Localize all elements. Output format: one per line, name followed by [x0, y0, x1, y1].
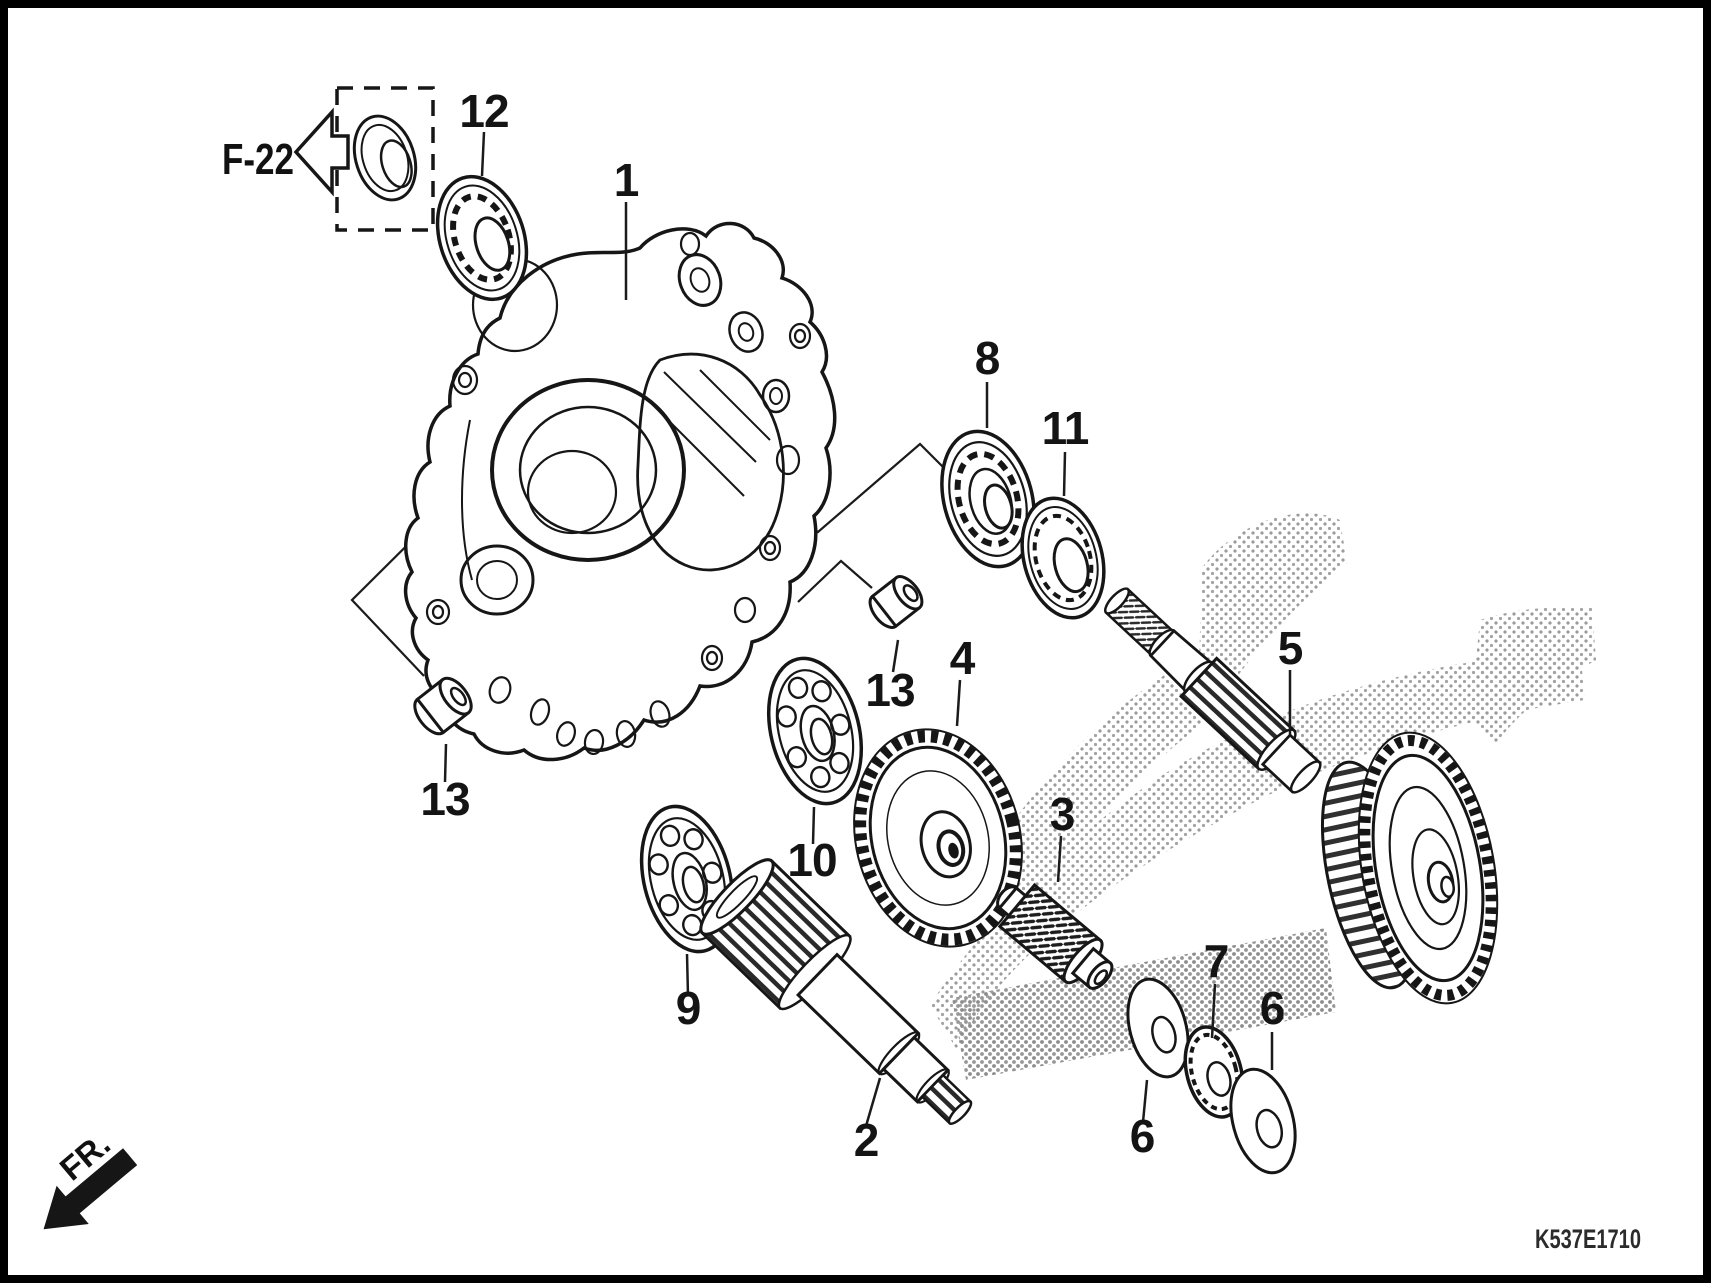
callout-2: 2: [854, 1114, 879, 1166]
oil-seal-f22-inset: [352, 114, 418, 202]
callout-8: 8: [975, 332, 1000, 384]
callout-13b: 13: [865, 664, 914, 716]
pinion-gear-part-3: [996, 882, 1114, 990]
washer-part-6b: [1229, 1067, 1297, 1175]
figure-ref-arrow-icon: [293, 107, 350, 197]
driven-gear-part-4: [853, 728, 1023, 948]
callout-10: 10: [787, 834, 836, 886]
figure-ref-label: F-22: [222, 135, 294, 184]
collar-part-13a: [413, 676, 473, 736]
oil-seal-part-12: [435, 174, 529, 302]
callout-6a: 6: [1130, 1110, 1155, 1162]
leader-lines: [443, 131, 1292, 1127]
ball-bearing-part-8: [940, 429, 1036, 569]
figure-ref-inset: [293, 86, 435, 232]
bolt-holes: [425, 231, 812, 756]
callout-13a: 13: [420, 773, 469, 825]
callout-labels: 12 1 8 11 13 4 5 13 10 9 2 3 6 7 6: [420, 85, 1303, 1166]
output-shaft-part-5: [1103, 587, 1499, 1005]
collar-part-13b: [868, 575, 924, 629]
callout-3: 3: [1050, 788, 1075, 840]
callout-1: 1: [614, 154, 639, 206]
callout-7: 7: [1204, 935, 1229, 987]
crankcase-cover-part-1: [403, 221, 837, 762]
callout-9: 9: [676, 982, 701, 1034]
oil-seal-part-11: [1020, 496, 1106, 620]
ball-bearing-part-10: [766, 656, 864, 806]
fr-direction: FR.: [43, 1125, 138, 1230]
lock-washer-part-7: [1183, 1025, 1245, 1119]
callout-4: 4: [950, 632, 976, 684]
fr-direction-arrow-icon: [43, 1148, 138, 1230]
callout-12: 12: [459, 85, 508, 137]
callout-6b: 6: [1260, 982, 1285, 1034]
callout-11: 11: [1042, 402, 1089, 454]
drawing-code: K537E1710: [1535, 1224, 1641, 1254]
washer-part-6a: [1126, 977, 1190, 1079]
final-gear-large: [1357, 731, 1499, 1005]
input-shaft-part-2: [699, 858, 973, 1125]
callout-5: 5: [1278, 622, 1303, 674]
